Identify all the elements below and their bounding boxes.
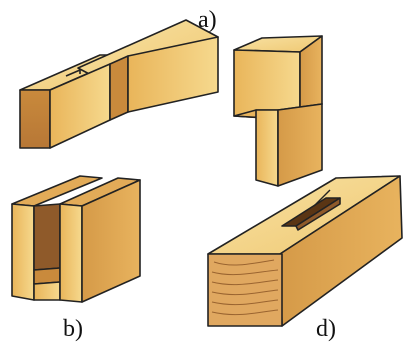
mortise-marking-line — [313, 189, 331, 207]
end-grain-rings — [211, 259, 279, 316]
beam-a-front-right — [127, 36, 219, 113]
bridle-base-front — [33, 281, 61, 301]
beam-a-notch-line — [65, 69, 81, 77]
bridle-right-cheek — [59, 203, 83, 303]
bridle-joint-b — [11, 175, 141, 303]
half-lap-joint-a — [19, 19, 219, 149]
mortise-wall — [295, 197, 341, 231]
beam-a-lap-shoulder — [109, 55, 129, 121]
label-d: d) — [316, 316, 336, 342]
label-a: a) — [198, 7, 217, 33]
bridle-left-cheek — [11, 203, 35, 301]
tenon-side — [277, 103, 323, 187]
bridle-right-side — [81, 179, 141, 303]
tenon-front — [255, 109, 279, 187]
bridle-slot-back — [33, 203, 61, 271]
mortise-beam-d — [207, 175, 403, 327]
beam-a-end-face — [19, 89, 51, 149]
label-b: b) — [63, 316, 83, 342]
tenon-post-a — [233, 35, 323, 187]
